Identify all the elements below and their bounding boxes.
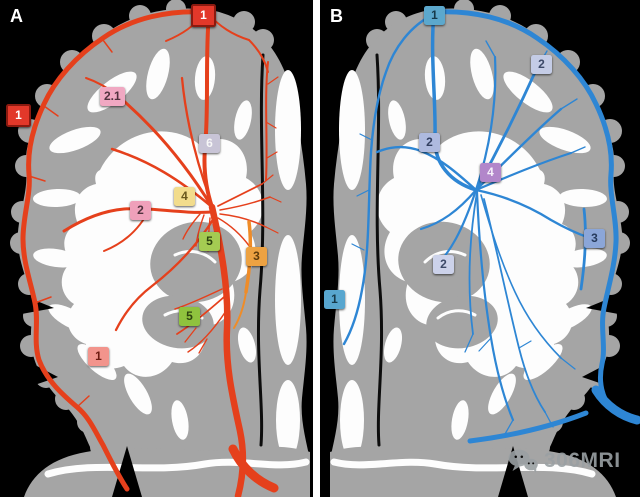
badge-b-3: 3 bbox=[584, 229, 605, 248]
watermark: 306MRI bbox=[508, 448, 621, 474]
panel-divider bbox=[313, 0, 320, 497]
badge-a-2: 2 bbox=[130, 201, 151, 220]
badge-a-3: 3 bbox=[246, 247, 267, 266]
badge-b-2-left: 2 bbox=[419, 133, 440, 152]
panel-letter-a: A bbox=[10, 6, 23, 26]
badge-a-5-upper: 5 bbox=[199, 232, 220, 251]
badge-a-4: 4 bbox=[174, 187, 195, 206]
badge-a-2-1: 2.1 bbox=[100, 87, 125, 106]
badge-a-1-left: 1 bbox=[6, 104, 31, 127]
badge-b-1-top: 1 bbox=[424, 6, 445, 25]
badge-a-1-bottom: 1 bbox=[88, 347, 109, 366]
watermark-text: 306MRI bbox=[544, 449, 621, 472]
badge-b-2-upper: 2 bbox=[531, 55, 552, 74]
badge-a-5-lower: 5 bbox=[179, 307, 200, 326]
badge-a-1-top: 1 bbox=[191, 4, 216, 27]
wechat-icon bbox=[508, 449, 538, 473]
badge-b-2-lower: 2 bbox=[433, 255, 454, 274]
badge-b-4: 4 bbox=[480, 163, 501, 182]
panel-letter-b: B bbox=[330, 6, 343, 26]
badge-a-6: 6 bbox=[199, 134, 220, 153]
badge-b-1-left: 1 bbox=[324, 290, 345, 309]
